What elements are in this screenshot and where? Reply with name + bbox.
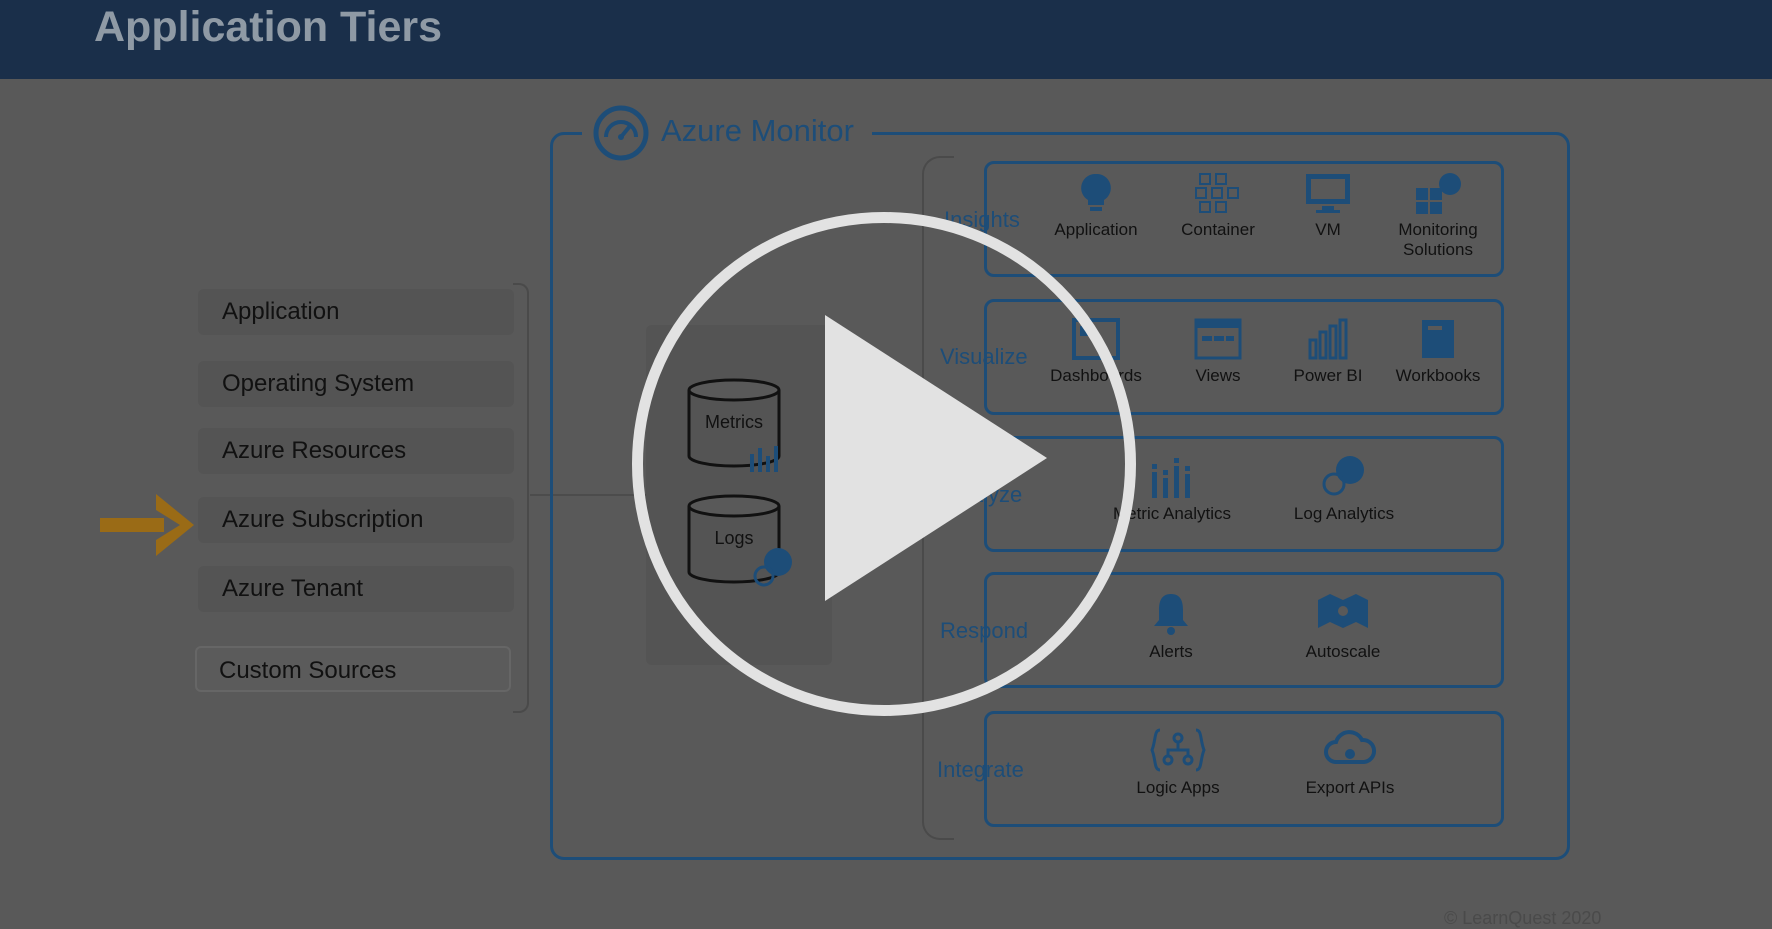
item-label: VM — [1315, 220, 1341, 239]
visualize-views: Views — [1158, 318, 1278, 386]
integrate-logic-apps: Logic Apps — [1118, 728, 1238, 798]
slide-title: Application Tiers — [94, 3, 443, 51]
logic-apps-icon — [1150, 728, 1206, 772]
play-button[interactable] — [632, 212, 1136, 716]
bell-icon — [1154, 594, 1188, 635]
visualize-power-bi: Power BI — [1268, 318, 1388, 386]
tier-azure-resources: Azure Resources — [198, 428, 514, 474]
analyze-log-analytics: Log Analytics — [1264, 454, 1424, 524]
vm-icon — [1306, 174, 1350, 213]
play-icon — [825, 315, 1047, 601]
visualize-workbooks: Workbooks — [1376, 318, 1500, 386]
solutions-icon — [1416, 173, 1461, 214]
item-label: Alerts — [1149, 642, 1193, 661]
insight-monitoring-solutions: Monitoring Solutions — [1376, 172, 1500, 260]
tier-application: Application — [198, 289, 514, 335]
cloud-api-icon — [1324, 730, 1377, 764]
workbook-icon — [1422, 320, 1454, 358]
views-icon — [1194, 318, 1242, 360]
gauge-icon — [593, 105, 649, 161]
respond-alerts: Alerts — [1111, 592, 1231, 662]
integrate-export-apis: Export APIs — [1290, 728, 1410, 798]
item-label: Power BI — [1293, 366, 1363, 385]
respond-autoscale: Autoscale — [1283, 592, 1403, 662]
powerbi-icon — [1308, 318, 1348, 360]
item-label: Export APIs — [1305, 778, 1395, 797]
azure-monitor-label: Azure Monitor — [661, 113, 854, 148]
item-label: Container — [1181, 220, 1255, 239]
copyright-text: © LearnQuest 2020 — [1444, 908, 1602, 928]
autoscale-icon — [1318, 594, 1368, 628]
tier-operating-system: Operating System — [198, 361, 514, 407]
item-label: Monitoring Solutions — [1398, 220, 1478, 259]
tier-azure-tenant: Azure Tenant — [198, 566, 514, 612]
log-analytics-icon — [1322, 456, 1364, 496]
item-label: Views — [1195, 366, 1241, 385]
insight-container: Container — [1158, 172, 1278, 240]
arrow-right-icon — [100, 494, 194, 556]
metric-analytics-icon — [1152, 458, 1190, 498]
panel-insights — [984, 161, 1504, 277]
item-label: Autoscale — [1305, 642, 1381, 661]
azure-monitor-frame — [550, 132, 1570, 860]
bulb-icon — [1081, 173, 1111, 211]
item-label: Metric Analytics — [1112, 504, 1232, 523]
insight-application: Application — [1036, 172, 1156, 240]
item-label: Log Analytics — [1293, 504, 1395, 523]
item-label: Application — [1054, 220, 1138, 239]
title-bar: Application Tiers — [0, 0, 1772, 79]
item-label: Logic Apps — [1136, 778, 1220, 797]
analyze-metric-analytics: Metric Analytics — [1092, 456, 1252, 524]
section-label-integrate: Integrate — [937, 757, 1024, 782]
tier-azure-subscription: Azure Subscription — [198, 497, 514, 543]
panel-integrate — [984, 711, 1504, 827]
item-label: Workbooks — [1395, 366, 1481, 385]
container-icon — [1195, 173, 1239, 213]
tiers-bracket — [513, 283, 529, 713]
insight-vm: VM — [1268, 172, 1388, 240]
tier-custom-sources: Custom Sources — [195, 646, 511, 692]
